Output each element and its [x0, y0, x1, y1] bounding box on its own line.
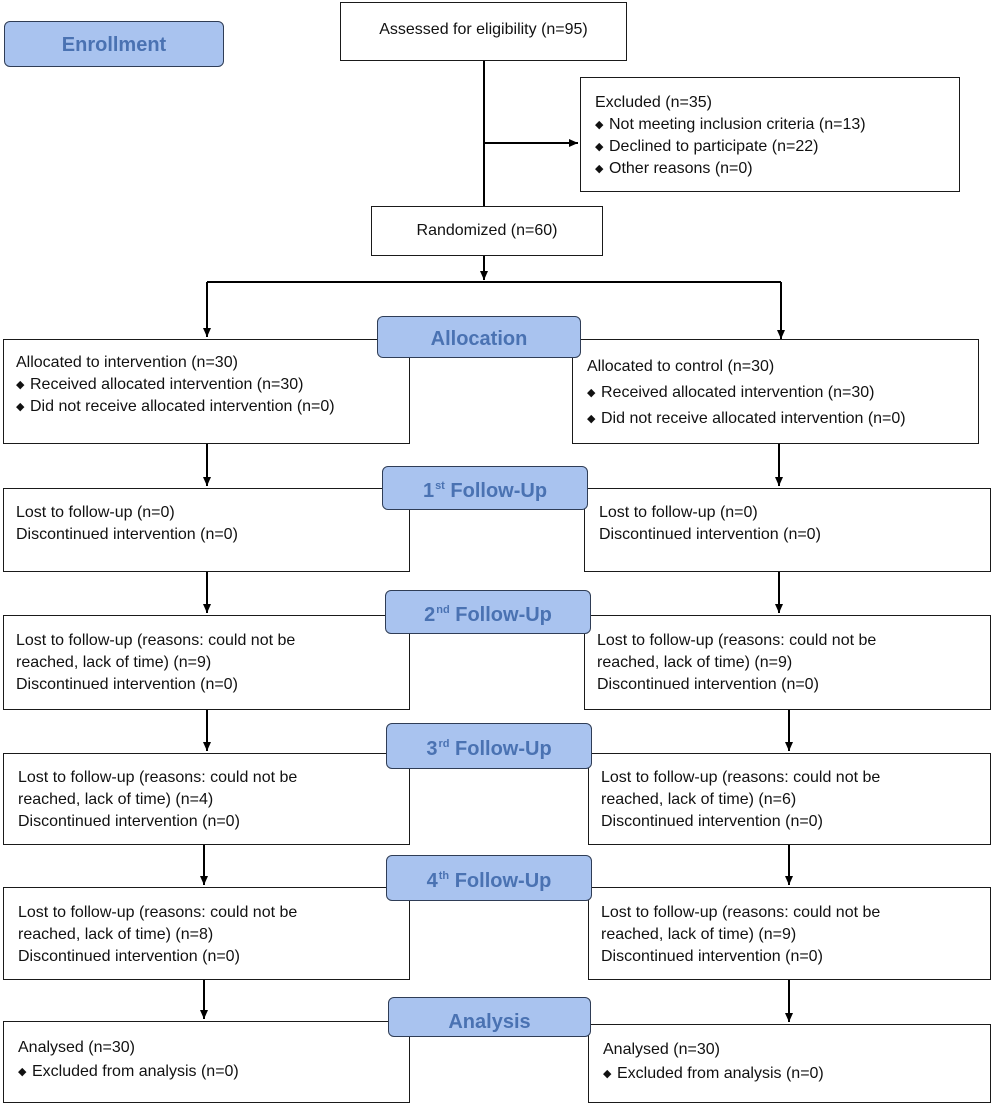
diamond-bullet-icon: ◆ [587, 413, 596, 425]
followup-line: Lost to follow-up (reasons: could not be [18, 769, 298, 786]
stage-followup-label: Follow-Up [455, 604, 552, 626]
analysis-item: ◆Excluded from analysis (n=0) [18, 1060, 409, 1084]
assessed-text: Assessed for eligibility (n=95) [379, 21, 588, 38]
control-allocation-box: Allocated to control (n=30) ◆Received al… [572, 339, 979, 444]
stage-followup-number: 4 [426, 870, 438, 892]
stage-followup-suffix: nd [436, 604, 450, 616]
randomized-box: Randomized (n=60) [371, 206, 603, 256]
allocation-title: Allocated to intervention (n=30) [16, 354, 238, 371]
followup-line: Discontinued intervention (n=0) [16, 526, 238, 543]
diamond-bullet-icon: ◆ [595, 163, 604, 175]
stage-followup-suffix: rd [438, 738, 450, 750]
followup-line: Lost to follow-up (n=0) [16, 504, 175, 521]
diamond-bullet-icon: ◆ [587, 387, 596, 399]
assessed-box: Assessed for eligibility (n=95) [340, 2, 627, 61]
followup-line: reached, lack of time) (n=9) [16, 654, 212, 671]
followup-line: Lost to follow-up (reasons: could not be [601, 769, 881, 786]
followup-line: Discontinued intervention (n=0) [599, 526, 821, 543]
diamond-bullet-icon: ◆ [16, 379, 25, 391]
stage-followup-suffix: th [438, 870, 450, 882]
followup-line: reached, lack of time) (n=9) [597, 654, 793, 671]
intervention-fu4-box: Lost to follow-up (reasons: could not be… [3, 887, 410, 980]
stage-followup-label: Follow-Up [455, 738, 552, 760]
followup-line: reached, lack of time) (n=9) [601, 926, 797, 943]
diamond-bullet-icon: ◆ [16, 401, 25, 413]
followup-line: Lost to follow-up (reasons: could not be [16, 632, 296, 649]
followup-line: reached, lack of time) (n=8) [18, 926, 214, 943]
stage-analysis: Analysis [388, 997, 591, 1037]
allocation-item: ◆Received allocated intervention (n=30) [587, 380, 978, 406]
stage-followup-number: 3 [426, 738, 438, 760]
intervention-fu2-box: Lost to follow-up (reasons: could not be… [3, 615, 410, 710]
allocation-item: ◆Received allocated intervention (n=30) [16, 374, 409, 396]
excluded-title: Excluded (n=35) [595, 94, 712, 111]
followup-line: Discontinued intervention (n=0) [601, 813, 823, 830]
analysis-title: Analysed (n=30) [18, 1039, 135, 1056]
randomized-text: Randomized (n=60) [416, 222, 558, 239]
stage-enrollment: Enrollment [4, 21, 224, 67]
control-analysis-box: Analysed (n=30) ◆Excluded from analysis … [588, 1024, 991, 1103]
stage-allocation-label: Allocation [430, 328, 528, 350]
control-fu3-box: Lost to follow-up (reasons: could not be… [588, 753, 991, 845]
stage-followup-number: 2 [424, 604, 436, 626]
diamond-bullet-icon: ◆ [603, 1068, 612, 1080]
stage-followup-3: 3rd Follow-Up [386, 723, 592, 769]
analysis-item: ◆Excluded from analysis (n=0) [603, 1062, 990, 1086]
followup-line: Lost to follow-up (reasons: could not be [18, 904, 298, 921]
followup-line: Discontinued intervention (n=0) [601, 948, 823, 965]
diamond-bullet-icon: ◆ [595, 119, 604, 131]
followup-line: Discontinued intervention (n=0) [16, 676, 238, 693]
excluded-box: Excluded (n=35) ◆Not meeting inclusion c… [580, 77, 960, 192]
followup-line: reached, lack of time) (n=4) [18, 791, 214, 808]
excluded-item: ◆Declined to participate (n=22) [595, 136, 959, 158]
followup-line: Discontinued intervention (n=0) [597, 676, 819, 693]
followup-line: reached, lack of time) (n=6) [601, 791, 797, 808]
excluded-item: ◆Other reasons (n=0) [595, 158, 959, 180]
stage-allocation: Allocation [377, 316, 581, 358]
stage-followup-4: 4th Follow-Up [386, 855, 592, 901]
excluded-item: ◆Not meeting inclusion criteria (n=13) [595, 114, 959, 136]
analysis-title: Analysed (n=30) [603, 1041, 720, 1058]
diamond-bullet-icon: ◆ [18, 1066, 27, 1078]
control-fu1-box: Lost to follow-up (n=0) Discontinued int… [584, 488, 991, 572]
intervention-allocation-box: Allocated to intervention (n=30) ◆Receiv… [3, 339, 410, 444]
followup-line: Discontinued intervention (n=0) [18, 813, 240, 830]
allocation-item: ◆Did not receive allocated intervention … [587, 406, 978, 432]
followup-line: Lost to follow-up (n=0) [599, 504, 758, 521]
control-fu4-box: Lost to follow-up (reasons: could not be… [588, 887, 991, 980]
intervention-fu1-box: Lost to follow-up (n=0) Discontinued int… [3, 488, 410, 572]
diamond-bullet-icon: ◆ [595, 141, 604, 153]
allocation-item: ◆Did not receive allocated intervention … [16, 396, 409, 418]
stage-followup-label: Follow-Up [450, 480, 548, 502]
control-fu2-box: Lost to follow-up (reasons: could not be… [584, 615, 991, 710]
stage-followup-label: Follow-Up [454, 870, 552, 892]
stage-analysis-label: Analysis [448, 1011, 531, 1033]
intervention-fu3-box: Lost to follow-up (reasons: could not be… [3, 753, 410, 845]
followup-line: Discontinued intervention (n=0) [18, 948, 240, 965]
stage-followup-suffix: st [435, 480, 445, 492]
stage-enrollment-label: Enrollment [61, 34, 167, 56]
stage-followup-2: 2nd Follow-Up [385, 590, 591, 634]
allocation-title: Allocated to control (n=30) [587, 358, 775, 375]
intervention-analysis-box: Analysed (n=30) ◆Excluded from analysis … [3, 1021, 410, 1103]
followup-line: Lost to follow-up (reasons: could not be [597, 632, 877, 649]
stage-followup-number: 1 [422, 480, 435, 502]
followup-line: Lost to follow-up (reasons: could not be [601, 904, 881, 921]
stage-followup-1: 1st Follow-Up [382, 466, 588, 510]
